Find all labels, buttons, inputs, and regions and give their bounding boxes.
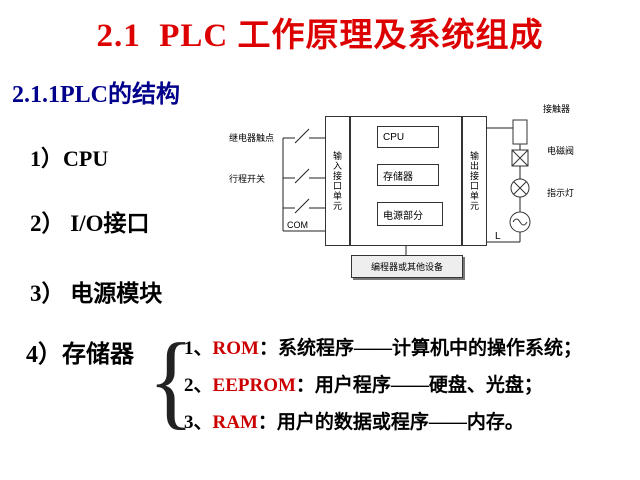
list-item-power: 3） 电源模块 [30,281,163,306]
list-item-cpu: 1）CPU [30,146,109,171]
section-heading: 2.1.1PLC的结构 [12,82,180,108]
plc-block-diagram: 继电器触点 行程开关 COM 输入接口单元 CPU 存储器 电源部分 输出接口单… [225,98,630,290]
contactor-symbol-icon [512,119,528,145]
note-ram-keyword: RAM [212,412,258,433]
note-rom-keyword: ROM [212,338,259,359]
power-box: 电源部分 [377,202,443,226]
brace: { [148,321,195,440]
memory-notes: 1、ROM：系统程序——计算机中的操作系统； 2、EEPROM：用户程序——硬盘… [184,330,582,441]
list-item-memory: 4）存储器 [26,342,134,368]
indicator-lamp-symbol-icon [510,178,530,198]
note-eeprom-text: ：用户程序——硬盘、光盘； [295,375,543,396]
note-eeprom: 2、EEPROM：用户程序——硬盘、光盘； [184,367,582,404]
note-rom: 1、ROM：系统程序——计算机中的操作系统； [184,330,582,367]
contactor-label: 接触器 [543,104,571,114]
cpu-box: CPU [377,126,439,148]
output-symbols [509,119,531,233]
input-unit-box: 输入接口单元 [325,116,350,246]
diagram-wiring [282,119,531,255]
page-title: 2.1 PLC 工作原理及系统组成 [96,18,544,54]
solenoid-valve-symbol-icon [511,149,529,167]
l-terminal-label: L [495,231,501,242]
note-rom-prefix: 1、 [184,338,213,359]
indicator-label: 指示灯 [547,188,575,198]
programmer-box: 编程器或其他设备 [351,255,463,278]
note-ram-prefix: 3、 [184,412,213,433]
solenoid-label: 电磁阀 [547,146,575,156]
list-item-io: 2） I/O接口 [30,211,150,236]
note-ram-text: ：用户的数据或程序——内存。 [257,412,524,433]
note-rom-text: ：系统程序——计算机中的操作系统； [258,338,582,359]
com-label: COM [287,220,308,230]
output-unit-box: 输出接口单元 [462,116,487,246]
note-eeprom-keyword: EEPROM [212,375,296,396]
note-eeprom-prefix: 2、 [184,375,213,396]
note-ram: 3、RAM：用户的数据或程序——内存。 [184,404,582,441]
wires [282,127,521,255]
plc-main-box [350,116,462,246]
travel-switch-label: 行程开关 [229,174,266,184]
memory-box: 存储器 [377,164,439,186]
relay-contact-label: 继电器触点 [229,133,275,143]
ac-source-symbol-icon [509,211,531,233]
